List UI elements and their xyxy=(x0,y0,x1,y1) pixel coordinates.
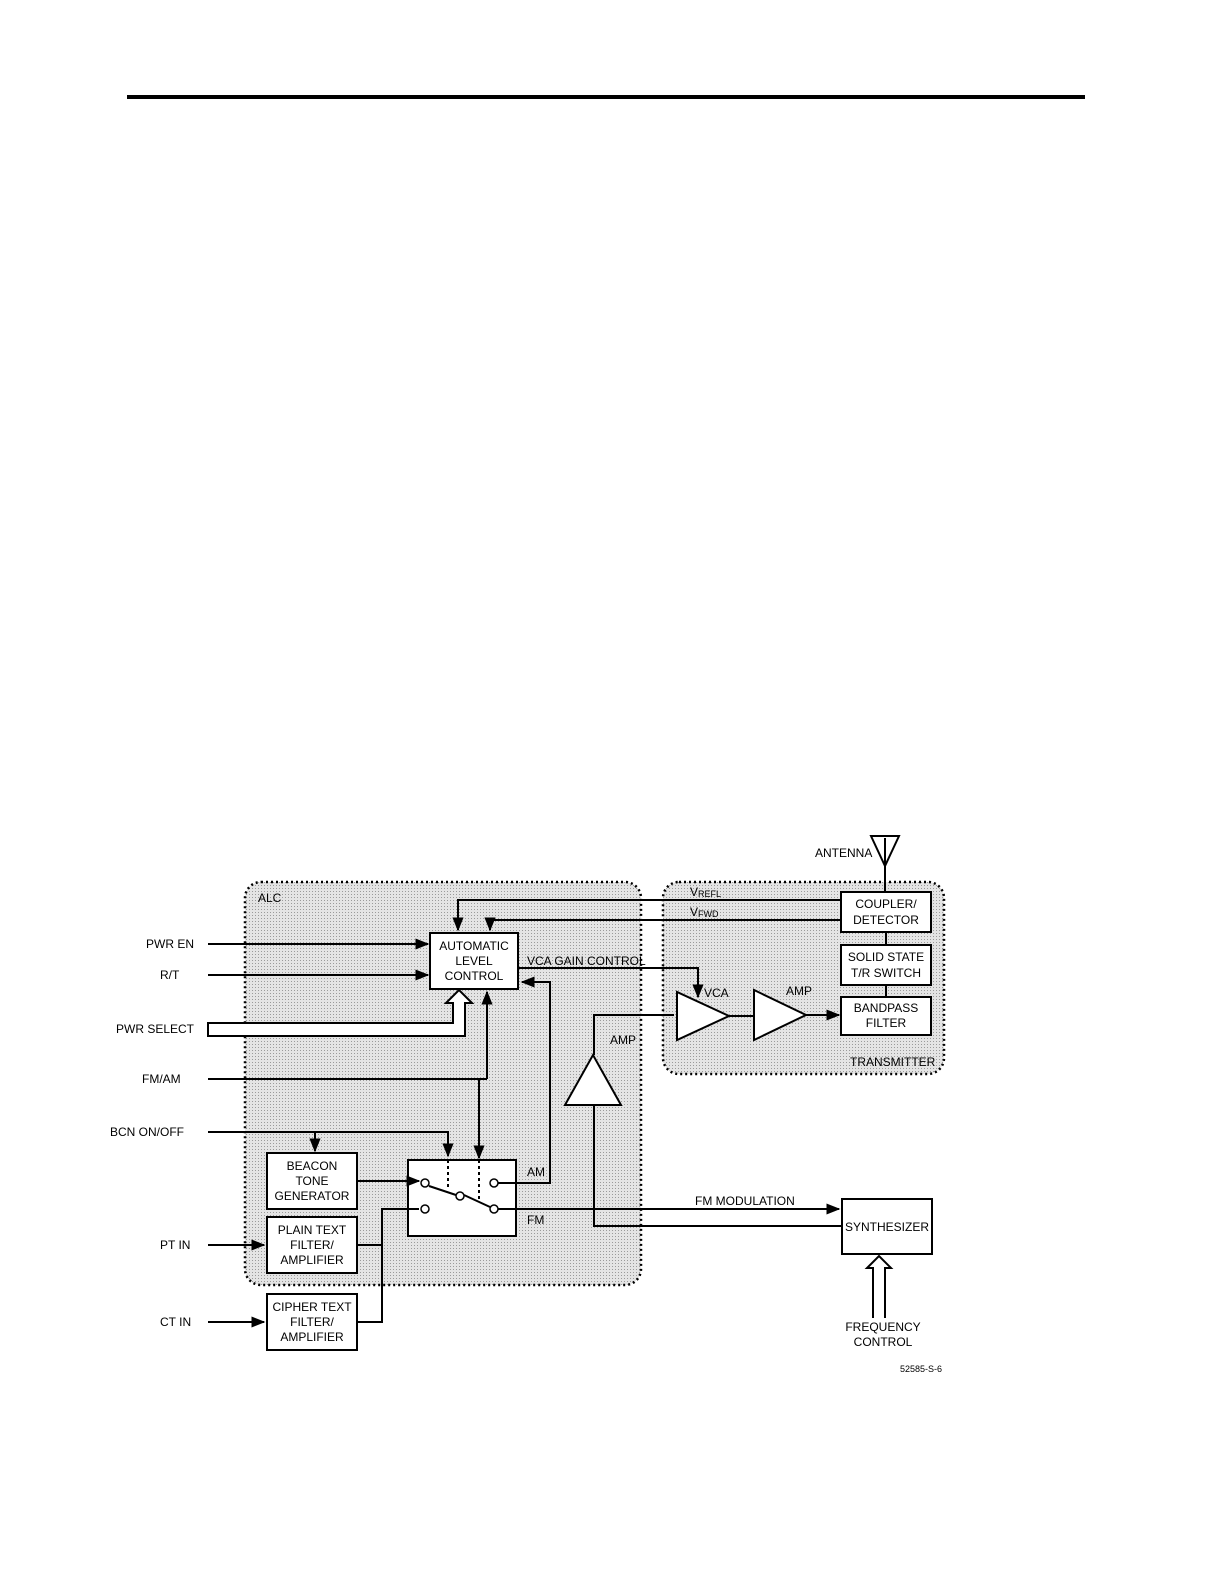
alc-block-line3: CONTROL xyxy=(445,969,504,983)
figure-id: 52585-S-6 xyxy=(900,1364,942,1374)
fm-modulation-label: FM MODULATION xyxy=(695,1194,795,1208)
beacon-line2: TONE xyxy=(295,1174,328,1188)
vca-gain-label: VCA GAIN CONTROL xyxy=(527,954,646,968)
transmitter-region-label: TRANSMITTER xyxy=(850,1055,936,1069)
bcn-onoff-label: BCN ON/OFF xyxy=(110,1125,184,1139)
solid-state-tr-switch-block xyxy=(840,944,932,986)
frequency-control-line1: FREQUENCY xyxy=(845,1320,920,1334)
synth-to-amp-line xyxy=(593,1105,842,1227)
plain-line2: FILTER/ xyxy=(290,1238,334,1252)
vfwd-label: VFWD xyxy=(690,905,719,919)
pwr-en-label: PWR EN xyxy=(146,937,194,951)
beacon-line1: BEACON xyxy=(287,1159,338,1173)
am-feedback-line xyxy=(498,976,551,1184)
cipher-to-switch-line xyxy=(357,1245,383,1323)
coupler-line1: COUPLER/ xyxy=(855,897,917,911)
pwr-select-label: PWR SELECT xyxy=(116,1022,195,1036)
cipher-text-filter-block xyxy=(266,1293,358,1351)
alc-block-line2: LEVEL xyxy=(455,954,493,968)
cipher-line1: CIPHER TEXT xyxy=(272,1300,352,1314)
amp-to-vca-line xyxy=(593,1014,674,1055)
modulation-amp-label: AMP xyxy=(610,1033,636,1047)
coupler-detector-block xyxy=(840,891,932,933)
beacon-line3: GENERATOR xyxy=(275,1189,350,1203)
fm-am-label: FM/AM xyxy=(142,1072,181,1086)
synthesizer-block xyxy=(841,1198,933,1255)
plain-line1: PLAIN TEXT xyxy=(278,1223,347,1237)
coupler-line2: DETECTOR xyxy=(853,913,919,927)
header-rule xyxy=(127,95,1085,99)
synthesizer-label: SYNTHESIZER xyxy=(845,1220,929,1234)
plain-text-filter-block xyxy=(266,1216,358,1274)
tr-switch-line1: SOLID STATE xyxy=(848,950,924,964)
bandpass-line1: BANDPASS xyxy=(854,1001,918,1015)
pt-in-label: PT IN xyxy=(160,1238,190,1252)
automatic-level-control-block xyxy=(429,932,519,990)
vrefl-feedback-line xyxy=(452,899,841,932)
antenna-label: ANTENNA xyxy=(815,846,872,860)
pwr-select-bus-arrow xyxy=(207,988,475,1037)
vrefl-label: VREFL xyxy=(690,885,721,899)
plain-line3: AMPLIFIER xyxy=(280,1253,344,1267)
vfwd-feedback-line xyxy=(484,917,841,932)
switch-arm-left xyxy=(428,1185,457,1196)
switch-arm-right xyxy=(463,1194,491,1208)
bandpass-line2: FILTER xyxy=(866,1016,907,1030)
bandpass-filter-block xyxy=(840,996,932,1036)
rt-label: R/T xyxy=(160,968,180,982)
am-label: AM xyxy=(527,1165,545,1179)
frequency-control-line2: CONTROL xyxy=(854,1335,913,1349)
cipher-line3: AMPLIFIER xyxy=(280,1330,344,1344)
transmit-amp-triangle xyxy=(753,988,809,1042)
alc-block-line1: AUTOMATIC xyxy=(439,939,509,953)
cipher-line2: FILTER/ xyxy=(290,1315,334,1329)
bcn-onoff-line xyxy=(208,1131,454,1158)
tr-switch-line2: T/R SWITCH xyxy=(851,966,921,980)
frequency-control-bus-arrow xyxy=(864,1254,894,1318)
vca-gain-control-line xyxy=(518,967,704,999)
plain-to-switch-line xyxy=(357,1208,419,1246)
vca-label: VCA xyxy=(704,986,729,1000)
alc-region-label: ALC xyxy=(258,891,282,905)
antenna-icon xyxy=(869,835,901,892)
transmit-amp-label: AMP xyxy=(786,984,812,998)
fm-label: FM xyxy=(527,1213,544,1227)
vca-triangle xyxy=(676,990,732,1042)
ct-in-label: CT IN xyxy=(160,1315,191,1329)
